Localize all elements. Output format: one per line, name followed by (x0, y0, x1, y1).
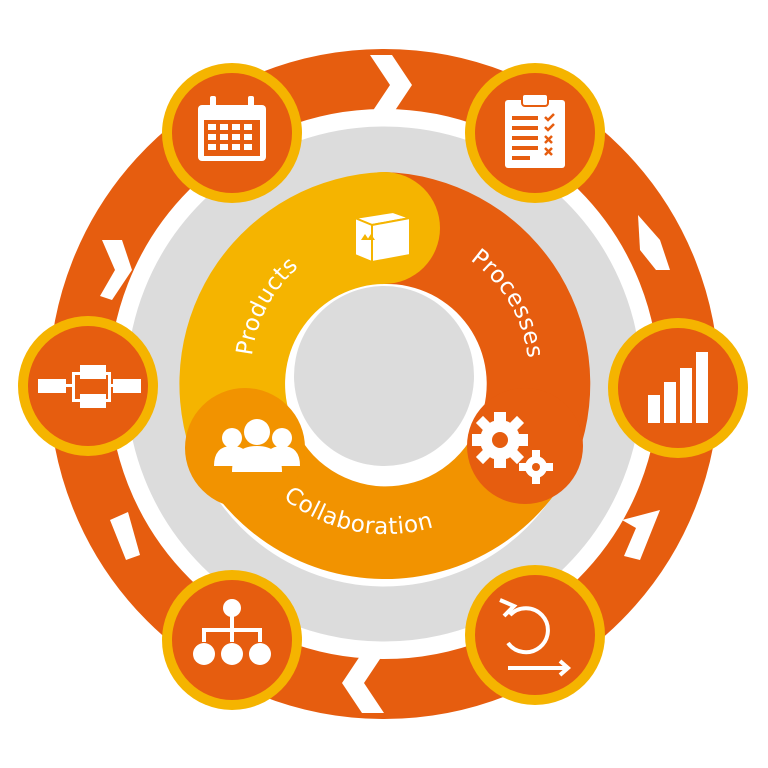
node-scrum-cycle (465, 565, 605, 705)
node-calendar (162, 63, 302, 203)
flowchart-icon (38, 365, 141, 408)
clipboard-checklist-icon (505, 93, 565, 168)
team-icon (214, 419, 300, 472)
calendar-icon (198, 96, 266, 161)
node-org-chart (162, 570, 302, 710)
center-hole (294, 286, 474, 466)
node-clipboard (465, 63, 605, 203)
box-icon (351, 210, 414, 264)
node-flowchart (18, 316, 158, 456)
gears-icon (472, 412, 553, 484)
chevron-markers (100, 55, 670, 713)
org-chart-icon (193, 599, 271, 665)
scrum-cycle-icon (499, 598, 572, 677)
node-bar-chart (608, 318, 748, 458)
bar-chart-icon (648, 352, 708, 423)
